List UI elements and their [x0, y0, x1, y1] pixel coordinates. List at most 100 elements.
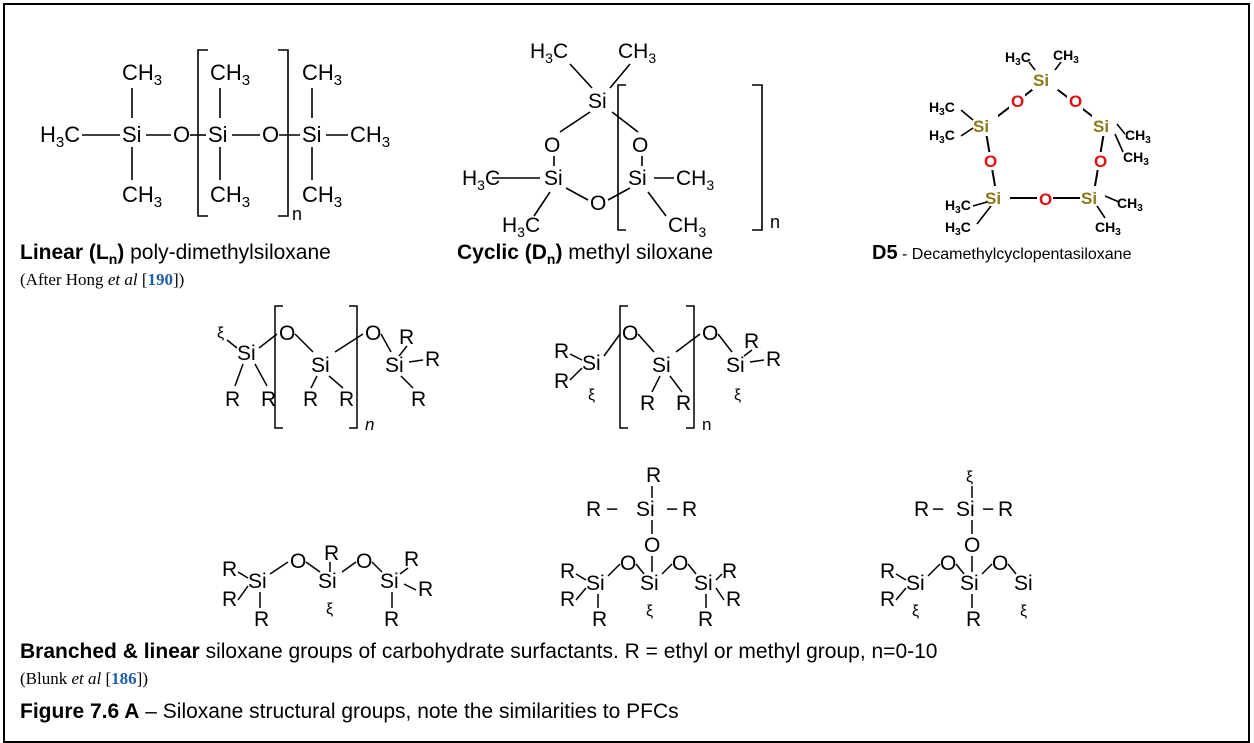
svg-text:Si: Si [588, 90, 607, 113]
svg-text:CH3: CH3 [668, 214, 706, 240]
svg-text:Si: Si [208, 122, 228, 147]
figure-label: Figure 7.6 A [20, 700, 140, 723]
svg-text:Si: Si [636, 498, 655, 521]
svg-text:Si: Si [906, 572, 925, 595]
svg-text:R: R [914, 498, 929, 521]
cyclic-caption-sub: n [546, 251, 556, 268]
svg-text:−: − [932, 498, 944, 521]
svg-text:H3C: H3C [462, 167, 500, 193]
svg-text:Si: Si [1014, 572, 1033, 595]
svg-text:CH3: CH3 [1095, 219, 1121, 238]
svg-text:O: O [290, 550, 306, 573]
svg-text:H3C: H3C [929, 127, 955, 146]
svg-text:CH3: CH3 [122, 182, 162, 211]
svg-text:CH3: CH3 [1125, 127, 1151, 146]
svg-text:R: R [384, 608, 399, 631]
cyclic-caption-bold-close: ) [555, 241, 563, 264]
svg-text:R: R [560, 560, 575, 583]
svg-text:Si: Si [956, 498, 975, 521]
svg-text:R: R [554, 370, 569, 393]
svg-text:H3C: H3C [945, 197, 971, 216]
svg-text:ξ: ξ [646, 603, 653, 620]
svg-text:n: n [770, 212, 780, 232]
svg-text:R: R [324, 542, 339, 565]
bracketed-siloxane-2: R R Si ξ O Si O Si R R ξ R R n [554, 305, 781, 434]
svg-text:Si: Si [311, 354, 330, 377]
svg-text:O: O [365, 322, 381, 345]
svg-text:O: O [964, 534, 980, 557]
linear-caption-bold-close: ) [117, 241, 125, 264]
svg-text:R: R [744, 330, 759, 353]
svg-text:CH3: CH3 [618, 40, 656, 66]
svg-text:CH3: CH3 [210, 182, 250, 211]
svg-text:H3C: H3C [929, 99, 955, 118]
svg-text:H3C: H3C [530, 40, 568, 66]
branched-reference: (Blunk et al [186]) [20, 669, 148, 688]
svg-text:O: O [632, 134, 648, 157]
svg-text:Si: Si [380, 570, 399, 593]
svg-text:Si: Si [122, 122, 142, 147]
svg-text:R: R [592, 608, 607, 631]
svg-text:R: R [676, 392, 691, 415]
svg-text:O: O [262, 122, 279, 147]
svg-text:O: O [1094, 152, 1107, 171]
svg-text:ξ: ξ [217, 325, 224, 342]
svg-text:CH3: CH3 [350, 122, 390, 151]
svg-text:−: − [666, 498, 678, 521]
svg-text:ξ: ξ [734, 387, 741, 404]
svg-text:R: R [303, 388, 318, 411]
svg-text:O: O [590, 192, 606, 215]
svg-text:R: R [399, 326, 414, 349]
svg-text:O: O [984, 152, 997, 171]
svg-text:R: R [998, 498, 1013, 521]
svg-text:n: n [292, 204, 302, 224]
svg-text:O: O [279, 322, 295, 345]
svg-text:Si: Si [628, 167, 647, 190]
svg-text:Si: Si [1081, 189, 1097, 208]
svg-text:Si: Si [652, 354, 671, 377]
svg-text:−: − [606, 498, 618, 521]
branched-siloxane-linear: R R Si R O R Si ξ O Si R R R [222, 542, 433, 631]
svg-text:H3C: H3C [502, 214, 540, 240]
svg-text:R: R [418, 578, 433, 601]
svg-text:H3C: H3C [40, 122, 80, 151]
cyclic-caption: Cyclic (Dn) methyl siloxane [457, 241, 713, 267]
svg-text:Si: Si [694, 572, 713, 595]
svg-text:CH3: CH3 [302, 182, 342, 211]
branched-caption-bold: Branched & linear [20, 640, 200, 663]
svg-text:Si: Si [726, 354, 745, 377]
svg-text:O: O [1039, 190, 1052, 209]
svg-text:ξ: ξ [912, 603, 919, 620]
svg-text:CH3: CH3 [1123, 149, 1149, 168]
svg-text:Si: Si [237, 342, 256, 365]
svg-text:R: R [880, 588, 895, 611]
cyclic-dn-structure: H3C CH3 Si O O H3C Si Si CH3 O H3C CH3 n [462, 40, 780, 240]
figure-caption: Figure 7.6 A – Siloxane structural group… [20, 700, 679, 724]
reference-link-186[interactable]: 186 [111, 669, 137, 688]
svg-text:O: O [992, 552, 1008, 575]
svg-text:R: R [411, 388, 426, 411]
reference-link-190[interactable]: 190 [147, 270, 173, 289]
linear-pdms-structure: CH3 H3C Si O CH3 CH3 Si O CH3 CH3 Si CH3… [40, 49, 390, 224]
svg-text:R: R [261, 388, 276, 411]
svg-text:CH3: CH3 [210, 60, 250, 89]
svg-text:ξ: ξ [326, 601, 333, 618]
svg-text:CH3: CH3 [122, 60, 162, 89]
svg-text:R: R [966, 608, 981, 631]
linear-caption-sub: n [108, 251, 118, 268]
svg-text:R: R [425, 348, 440, 371]
svg-text:R: R [339, 388, 354, 411]
d5-caption: D5 - Decamethylcyclopentasiloxane [872, 242, 1131, 265]
figure-text: – Siloxane structural groups, note the s… [139, 700, 679, 723]
svg-text:Si: Si [544, 167, 563, 190]
cyclic-caption-text: methyl siloxane [562, 241, 714, 264]
svg-text:O: O [672, 552, 688, 575]
svg-text:R: R [586, 498, 601, 521]
linear-caption: Linear (Ln) poly-dimethylsiloxane [20, 241, 331, 267]
svg-text:Si: Si [640, 572, 659, 595]
svg-text:n: n [702, 415, 711, 434]
svg-text:O: O [622, 322, 638, 345]
branched-siloxane-trisiloxy: R R − Si − R O R R Si R O Si ξ O Si R R … [560, 464, 741, 631]
svg-text:CH3: CH3 [302, 60, 342, 89]
svg-text:R: R [222, 588, 237, 611]
